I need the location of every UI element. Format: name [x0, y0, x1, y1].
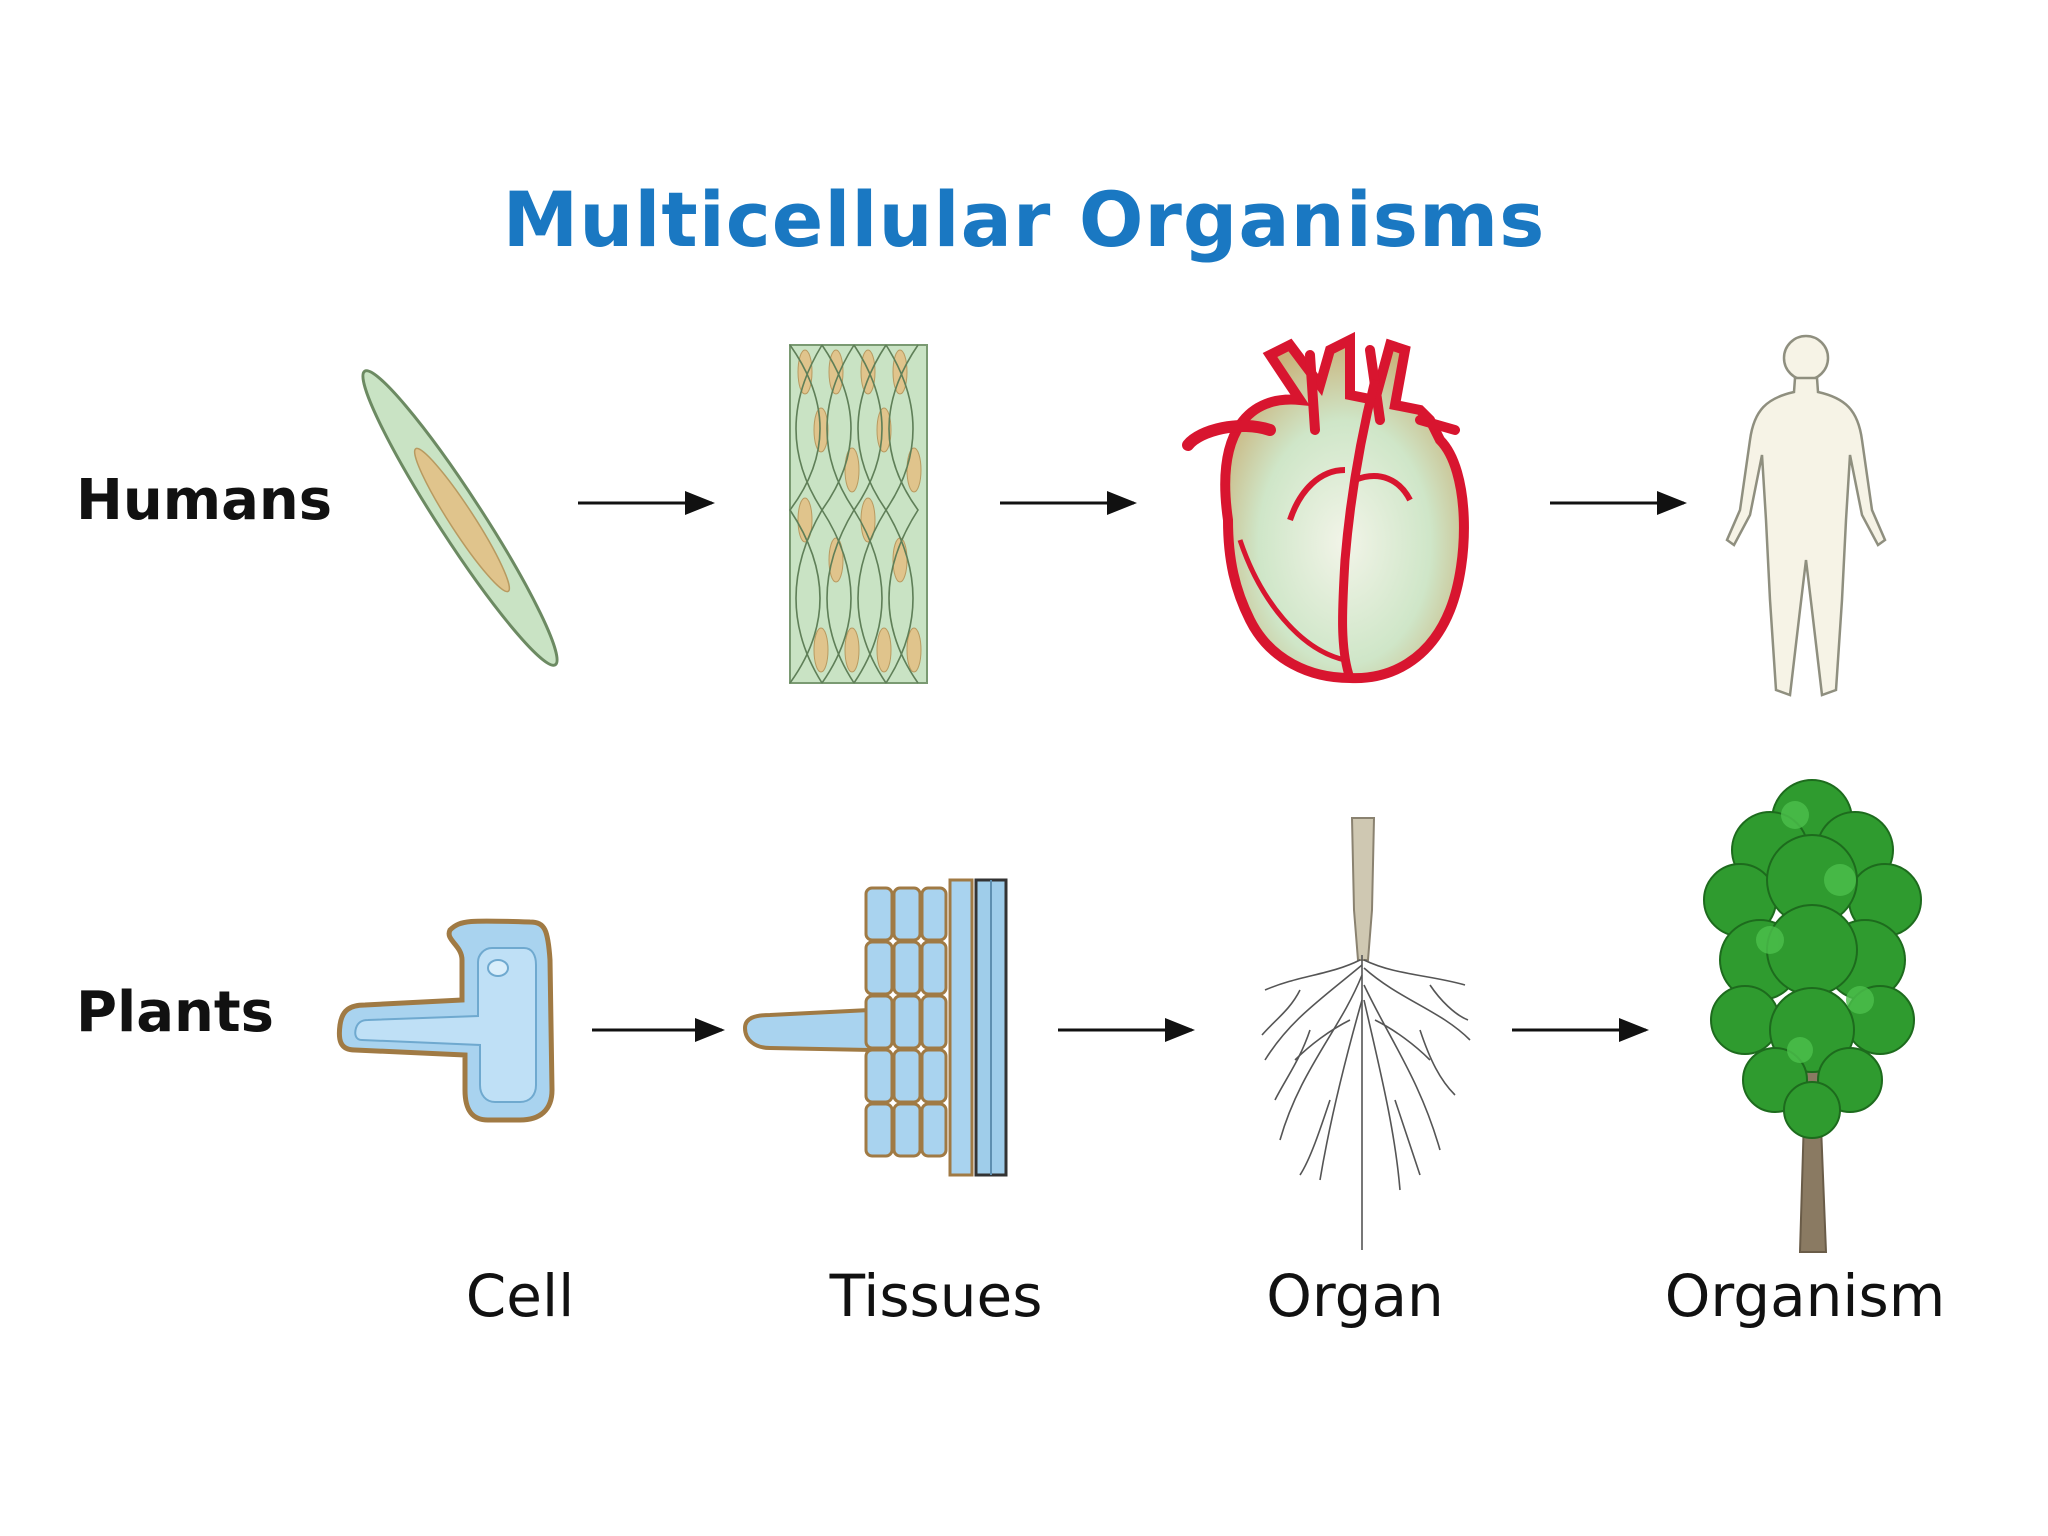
- root-system-icon: [1261, 817, 1471, 1250]
- row-label-humans: Humans: [76, 468, 333, 533]
- muscle-tissue-icon: [789, 344, 928, 684]
- page-title: Multicellular Organisms: [502, 175, 1546, 264]
- human-body-icon: [1725, 334, 1887, 697]
- muscle-cell-icon: [361, 369, 559, 667]
- heart-icon: [1182, 331, 1469, 684]
- stage-label-cell: Cell: [465, 1262, 575, 1330]
- stage-label-tissues: Tissues: [829, 1262, 1043, 1330]
- root-hair-cell-icon: [336, 918, 555, 1123]
- plant-tissue-icon: [742, 878, 1008, 1177]
- row-label-plants: Plants: [76, 980, 274, 1045]
- stage-label-organism: Organism: [1664, 1262, 1946, 1330]
- tree-icon: [1703, 779, 1922, 1253]
- stage-label-organ: Organ: [1266, 1262, 1444, 1330]
